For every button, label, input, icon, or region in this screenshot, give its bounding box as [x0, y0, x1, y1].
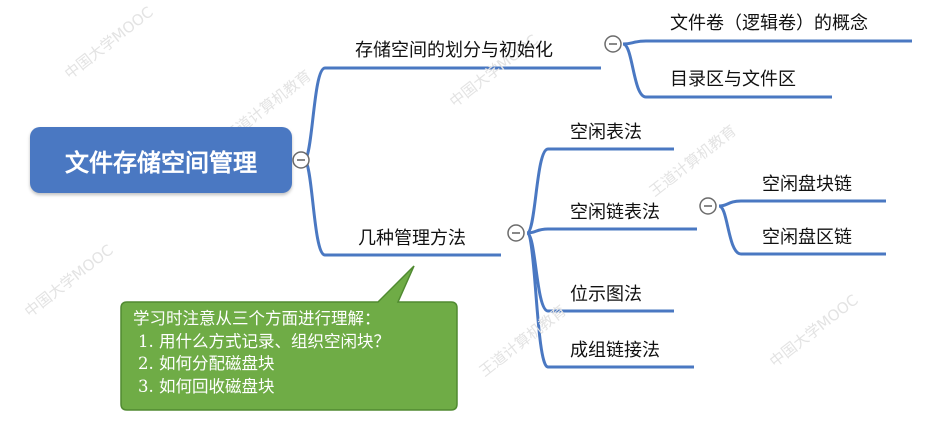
node-free-extent-chain[interactable]: 空闲盘区链	[762, 227, 852, 248]
callout-item: 用什么方式记录、组织空闲块？	[159, 331, 445, 354]
node-free-list[interactable]: 空闲链表法	[570, 202, 660, 223]
root-node[interactable]: 文件存储空间管理	[30, 127, 292, 193]
collapse-toggle-branch2[interactable]	[507, 224, 525, 242]
callout-item: 如何分配磁盘块	[159, 353, 445, 376]
branch-node-storage-init[interactable]: 存储空间的划分与初始化	[355, 40, 553, 61]
callout-item: 如何回收磁盘块	[159, 376, 445, 399]
node-free-block-chain[interactable]: 空闲盘块链	[762, 174, 852, 195]
callout-heading: 学习时注意从三个方面进行理解：	[133, 309, 381, 328]
connector-branch2-child1	[525, 147, 549, 235]
collapse-toggle-branch1[interactable]	[604, 35, 622, 53]
callout-balloon	[120, 265, 458, 411]
connector-branch1-child1	[622, 39, 647, 46]
node-grouped-link[interactable]: 成组链接法	[570, 340, 660, 361]
node-directory-file-area[interactable]: 目录区与文件区	[670, 69, 796, 90]
connector-root-branch2	[302, 158, 326, 257]
node-bitmap[interactable]: 位示图法	[570, 284, 642, 305]
branch-node-management-methods[interactable]: 几种管理方法	[358, 228, 466, 249]
callout-list: 用什么方式记录、组织空闲块？ 如何分配磁盘块 如何回收磁盘块	[133, 331, 445, 399]
node-file-volume[interactable]: 文件卷（逻辑卷）的概念	[670, 13, 868, 34]
connector-root-branch1	[302, 66, 326, 162]
callout-note: 学习时注意从三个方面进行理解： 用什么方式记录、组织空闲块？ 如何分配磁盘块 如…	[121, 302, 457, 410]
connector-branch1-child2	[622, 42, 647, 99]
node-free-table[interactable]: 空闲表法	[570, 122, 642, 143]
collapse-toggle-free-list[interactable]	[699, 197, 717, 215]
collapse-toggle-root[interactable]	[292, 151, 310, 169]
connector-branch2-child4	[525, 231, 550, 369]
connector-sub-child1	[718, 199, 742, 208]
connector-sub-child2	[718, 204, 742, 256]
root-node-label: 文件存储空间管理	[65, 148, 257, 177]
